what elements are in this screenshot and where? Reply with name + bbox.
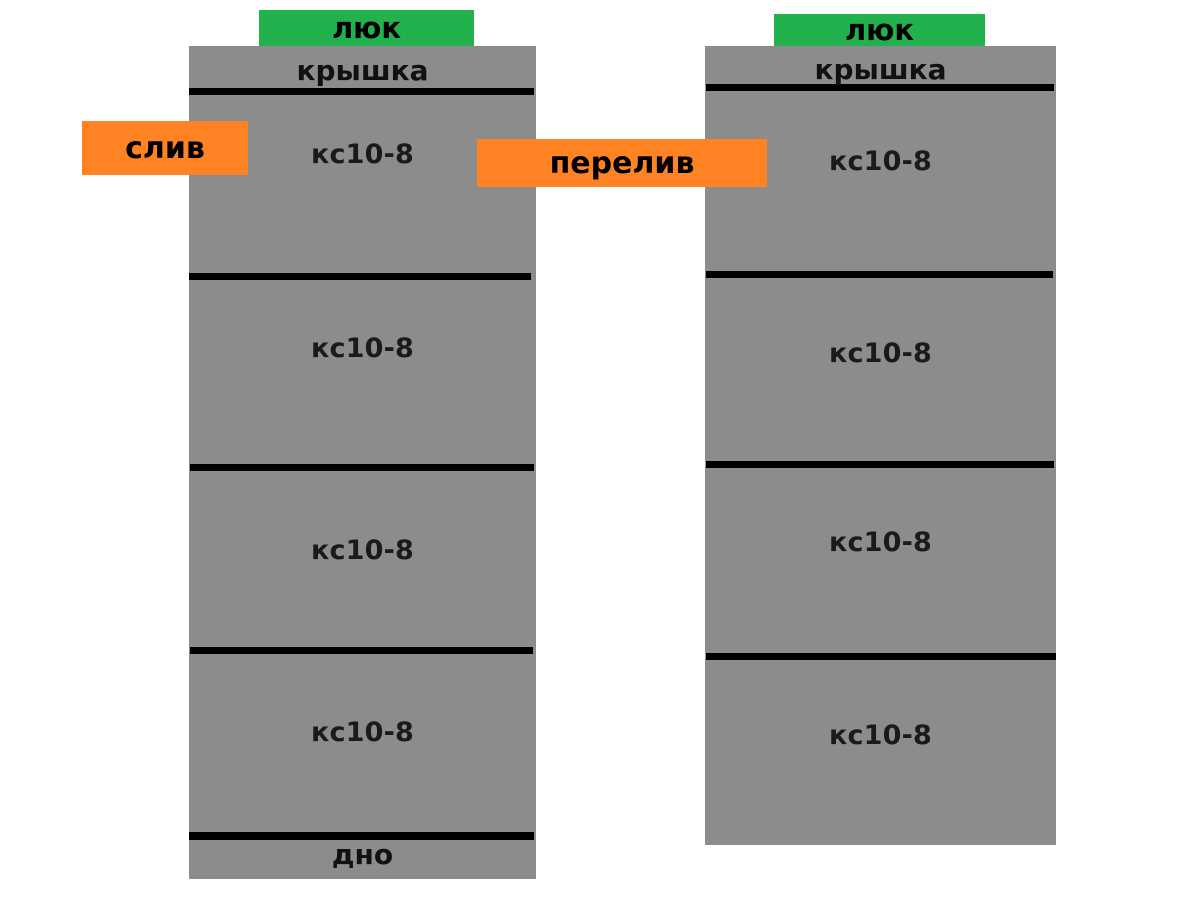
tank-left-ring-divider-3: [190, 647, 533, 654]
hatch-marker-left: люк: [259, 10, 474, 46]
hatch-marker-right: люк: [774, 13, 985, 47]
drain-pipe-marker: слив: [82, 121, 248, 175]
tank-right-ring-label-4: кс10-8: [828, 720, 933, 751]
tank-right-ring-label-1: кс10-8: [828, 146, 933, 177]
overflow-pipe-marker: перелив: [477, 139, 767, 187]
tank-left-ring-label-1: кс10-8: [310, 139, 415, 170]
tank-left-ring-label-3: кс10-8: [310, 535, 415, 566]
tank-left-ring-label-4: кс10-8: [310, 717, 415, 748]
tank-right-ring-label-3: кс10-8: [828, 527, 933, 558]
tank-right-cover-label: крышка: [814, 53, 947, 86]
tank-left-ring-divider-2: [190, 464, 534, 471]
tank-right-cover-divider: [706, 84, 1054, 91]
drain-pipe-label: слив: [125, 130, 205, 166]
tank-right-ring-divider-2: [706, 461, 1054, 468]
tank-right-ring-divider-3: [706, 653, 1056, 660]
hatch-marker-right-label: люк: [844, 13, 915, 47]
tank-right-ring-divider-1: [706, 271, 1053, 278]
tank-left-ring-label-2: кс10-8: [310, 333, 415, 364]
tank-left-cover-label: крышка: [296, 54, 429, 87]
overflow-pipe-label: перелив: [549, 145, 695, 181]
tank-left-bottom-divider: [189, 832, 534, 840]
tank-left-bottom-label: дно: [331, 838, 394, 871]
tank-right-ring-label-2: кс10-8: [828, 338, 933, 369]
hatch-marker-left-label: люк: [331, 11, 402, 45]
tank-left-cover-divider: [189, 88, 534, 95]
tank-left-ring-divider-1: [189, 273, 531, 280]
